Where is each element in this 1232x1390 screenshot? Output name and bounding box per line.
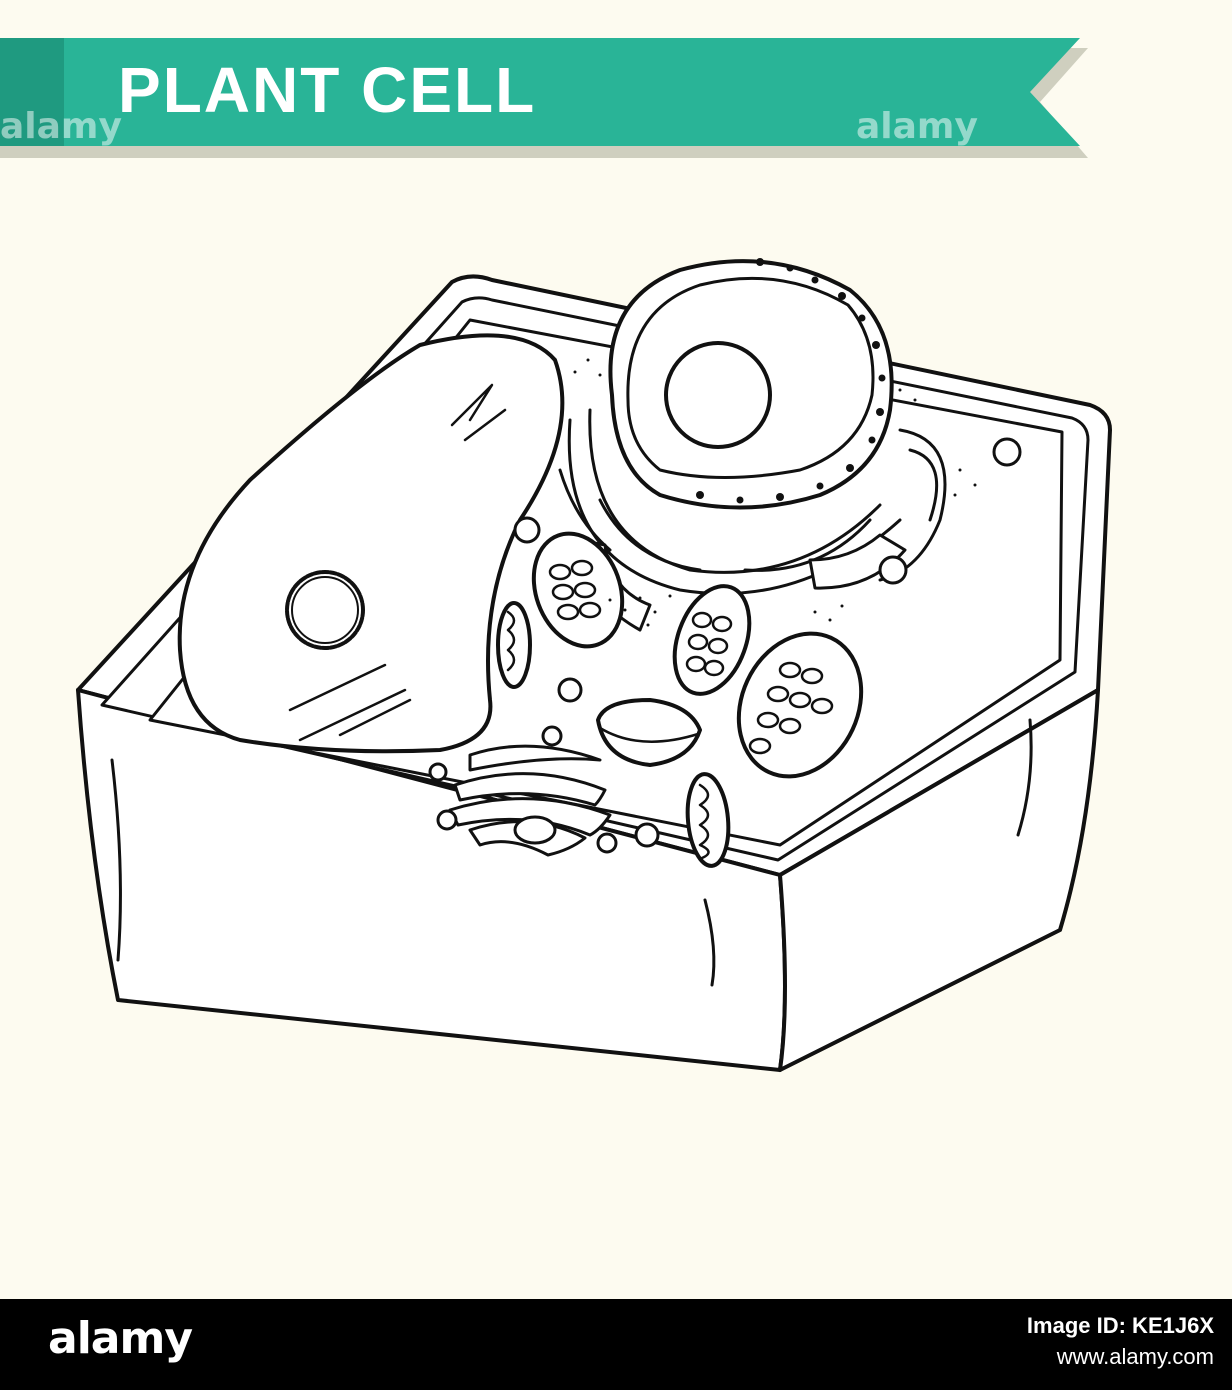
mitochondrion-2 (685, 772, 731, 868)
chloroplast-3 (736, 631, 864, 779)
vacuole-fold (450, 383, 507, 442)
amyloplast (596, 698, 702, 767)
mitochondrion-1 (496, 601, 532, 689)
ribosome-dots (573, 358, 977, 627)
page-title: PLANT CELL (118, 54, 537, 126)
footer-bar: alamy Image ID: KE1J6X www.alamy.com (0, 1299, 1232, 1390)
vacuole-granule-inner (291, 576, 359, 644)
nucleolus (664, 341, 772, 449)
footer-logo: alamy (48, 1313, 193, 1364)
chloroplast-1 (531, 531, 625, 649)
er-cisterna-right (808, 533, 907, 590)
vacuole-granule (285, 570, 365, 650)
footer-info: Image ID: KE1J6X www.alamy.com (1027, 1311, 1214, 1373)
ribbon-end-tab (0, 38, 64, 146)
nuclear-pores (696, 258, 886, 504)
vacuole-lines (288, 663, 412, 742)
amyloplast-rim (598, 726, 700, 743)
wall-crease-right (703, 898, 716, 987)
title-ribbon (0, 38, 1088, 158)
ribbon-body (0, 38, 1080, 146)
watermarks: alamy alamy (0, 106, 978, 147)
wall-crease-left (110, 758, 122, 962)
site-url: www.alamy.com (1056, 1344, 1214, 1369)
plant-cell (76, 258, 1112, 1072)
image-id: Image ID: KE1J6X (1026, 1313, 1214, 1338)
watermark-2: alamy (856, 106, 978, 147)
vesicles (513, 437, 1022, 848)
chloroplast-2 (672, 584, 752, 696)
cell-wall-side (778, 688, 1100, 1072)
golgi-apparatus (428, 725, 618, 857)
watermark-1: alamy (0, 106, 122, 147)
wall-crease-side (1016, 718, 1033, 837)
